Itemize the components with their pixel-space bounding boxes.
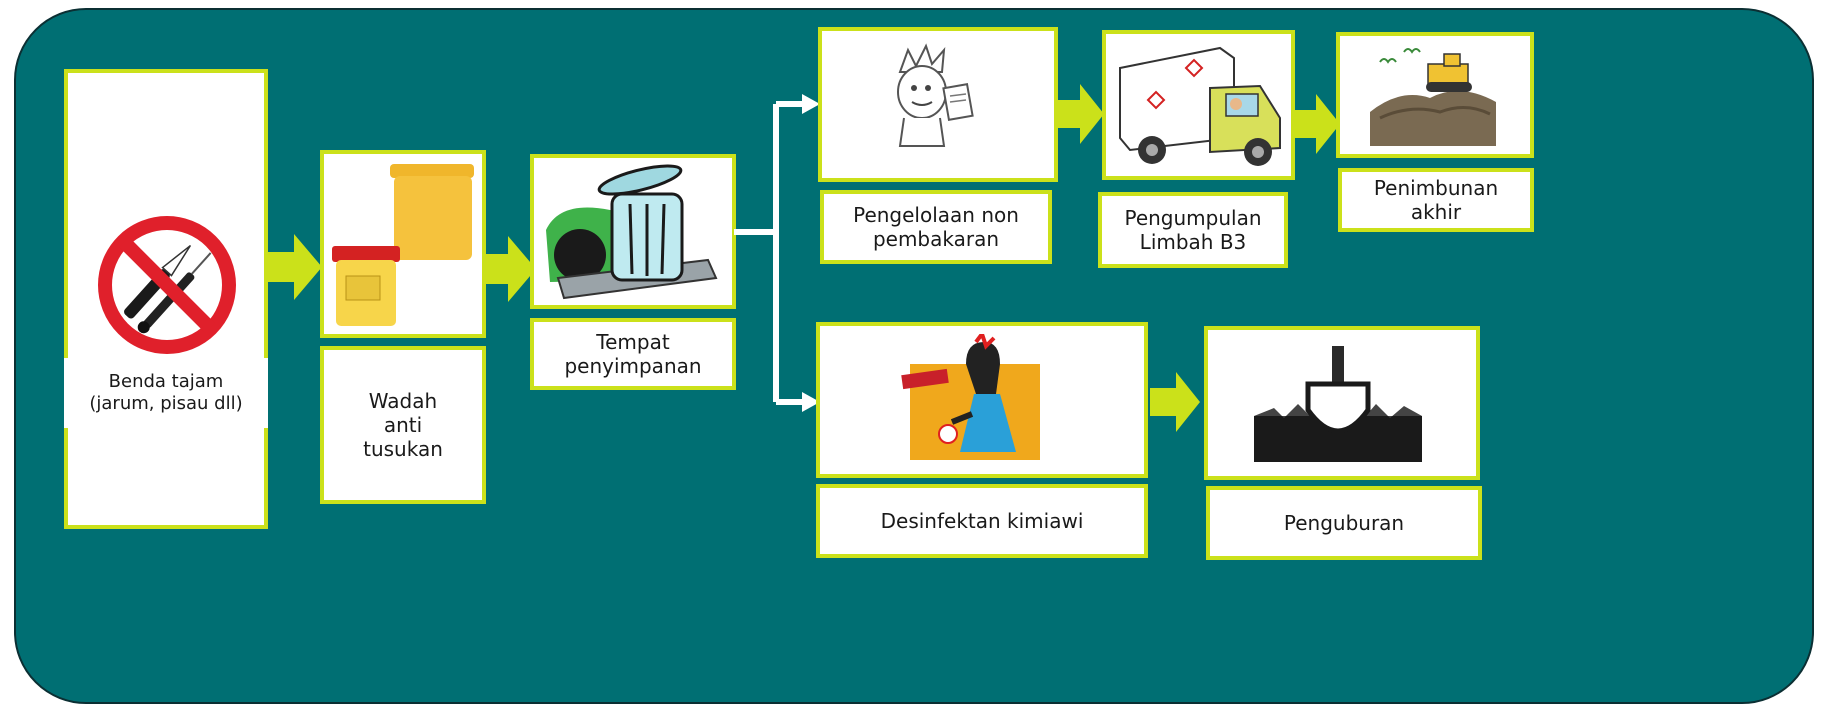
landfill-bulldozer-icon	[1370, 42, 1496, 146]
wadah-label: Wadah anti tusukan	[320, 346, 486, 504]
penimbunan-label: Penimbunan akhir	[1338, 168, 1534, 232]
pengumpulan-label: Pengumpulan Limbah B3	[1098, 192, 1288, 268]
benda-tajam-label: Benda tajam (jarum, pisau dll)	[64, 358, 268, 428]
flow-arrow-2	[482, 236, 536, 302]
flow-arrow-7	[1150, 372, 1200, 432]
chemical-spray-icon	[901, 334, 1040, 460]
pengelolaan-label: Pengelolaan non pembakaran	[820, 190, 1052, 264]
trash-can-icon	[546, 164, 718, 300]
desinfektan-label: Desinfektan kimiawi	[816, 484, 1148, 558]
waste-truck-icon	[1119, 46, 1281, 166]
shovel-burial-icon	[1254, 340, 1422, 468]
no-sharps-icon	[98, 216, 236, 354]
flow-arrow-4	[1056, 84, 1104, 144]
flow-arrow-5	[1292, 94, 1340, 154]
sharps-container-icon	[332, 164, 474, 326]
cartoon-character-icon	[897, 43, 974, 147]
tempat-label: Tempat penyimpanan	[530, 318, 736, 390]
flow-arrow-1	[268, 234, 322, 300]
branch-connector	[734, 94, 820, 412]
penguburan-label: Penguburan	[1206, 486, 1482, 560]
